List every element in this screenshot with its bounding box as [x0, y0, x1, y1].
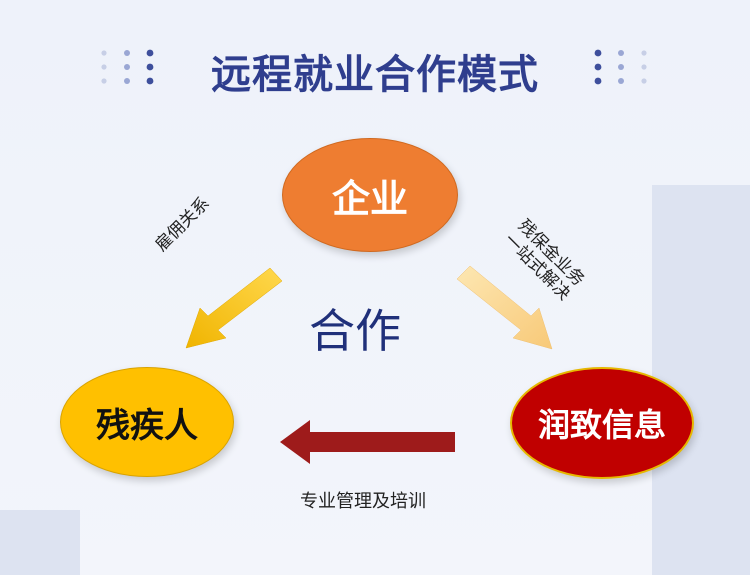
node-runzhi-label: 润致信息: [537, 406, 666, 444]
page-title: 远程就业合作模式: [211, 52, 539, 98]
decorative-block-left: [0, 510, 80, 575]
center-label-cooperation: 合作: [309, 304, 401, 358]
dot-grid-right-icon: [594, 49, 647, 85]
node-enterprise: 企业: [282, 138, 458, 252]
decorative-block-right: [652, 185, 750, 575]
node-enterprise-label: 企业: [331, 175, 408, 221]
edge-label-management: 专业管理及培训: [300, 491, 426, 512]
arrow-runzhi-to-disabled: [280, 420, 455, 464]
arrow-enterprise-to-runzhi: [456, 265, 553, 350]
node-runzhi: 润致信息: [510, 367, 694, 479]
node-disabled-people-label: 残疾人: [96, 405, 198, 446]
node-disabled-people: 残疾人: [60, 367, 234, 477]
arrow-enterprise-to-disabled: [185, 267, 283, 349]
dot-grid-left-icon: [101, 49, 154, 85]
